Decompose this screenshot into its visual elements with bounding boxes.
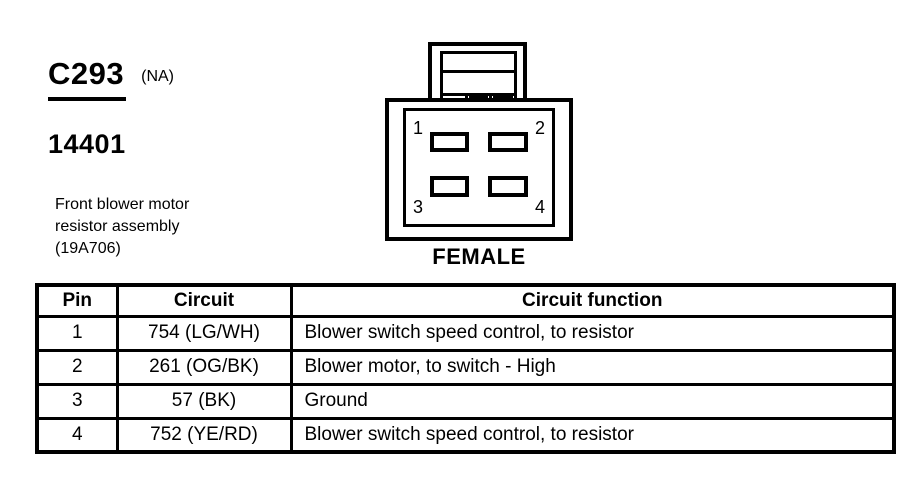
pin-cell: 3 [35, 382, 119, 420]
pin-number-2: 2 [534, 118, 545, 138]
description-line-1: Front blower motor [55, 196, 190, 213]
latch-inner-outline [440, 51, 517, 96]
circuit-cell: 57 (BK) [115, 382, 293, 420]
pin-slot-4 [488, 176, 528, 197]
pin-number-4: 4 [534, 197, 545, 217]
part-number: 14401 [48, 129, 126, 159]
pinout-table: Pin Circuit Circuit function 1 754 (LG/W… [35, 283, 896, 454]
table-header-row: Pin Circuit Circuit function [35, 283, 896, 318]
latch-divider-line [443, 70, 514, 73]
circuit-cell: 752 (YE/RD) [115, 416, 293, 454]
connector-gender-label: FEMALE [432, 244, 526, 269]
table-row: 2 261 (OG/BK) Blower motor, to switch - … [35, 348, 896, 386]
pin-cell: 1 [35, 314, 119, 352]
pin-number-3: 3 [413, 197, 424, 217]
pin-slot-3 [430, 176, 469, 197]
pin-number-1: 1 [413, 118, 424, 138]
table-row: 1 754 (LG/WH) Blower switch speed contro… [35, 314, 896, 352]
circuit-cell: 754 (LG/WH) [115, 314, 293, 352]
header-circuit-function: Circuit function [289, 283, 896, 318]
connector-id: C293 [48, 58, 127, 101]
connector-latch-tab [428, 42, 527, 108]
description-line-3: (19A706) [55, 240, 121, 257]
function-cell: Blower motor, to switch - High [289, 348, 896, 386]
connector-id-block: C293 (NA) [48, 58, 174, 101]
description-line-2: resistor assembly [55, 218, 180, 235]
component-description: Front blower motor resistor assembly (19… [55, 194, 189, 260]
connector-body: 1 2 3 4 [385, 98, 573, 241]
table-row: 3 57 (BK) Ground [35, 382, 896, 420]
function-cell: Ground [289, 382, 896, 420]
table-row: 4 752 (YE/RD) Blower switch speed contro… [35, 416, 896, 454]
connector-region-code: (NA) [141, 68, 174, 85]
header-circuit: Circuit [115, 283, 293, 318]
function-cell: Blower switch speed control, to resistor [289, 314, 896, 352]
connector-face: 1 2 3 4 [403, 108, 555, 227]
circuit-cell: 261 (OG/BK) [115, 348, 293, 386]
pin-slot-2 [488, 132, 528, 152]
pin-slot-1 [430, 132, 469, 152]
function-cell: Blower switch speed control, to resistor [289, 416, 896, 454]
pin-cell: 4 [35, 416, 119, 454]
pin-cell: 2 [35, 348, 119, 386]
header-pin: Pin [35, 283, 119, 318]
